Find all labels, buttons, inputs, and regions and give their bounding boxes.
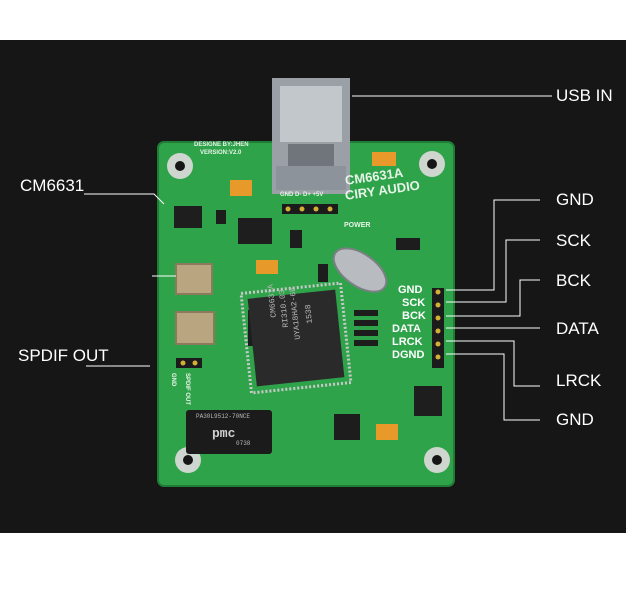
transformer-part: PA30L9512-70NCE: [196, 413, 251, 420]
callout-lrck: LRCK: [556, 371, 602, 390]
version-text: VERSION:V2.0: [200, 150, 242, 156]
pulse-transformer: [186, 410, 272, 454]
cm6631-leader: [84, 193, 165, 205]
callout-sck: SCK: [556, 231, 591, 250]
crystal-can: [332, 247, 388, 293]
chip-marking-4: 1538: [303, 303, 315, 324]
photo-background: DESIGNE BY:JHEN VERSION:V2.0 CM6631A CIR…: [0, 40, 626, 533]
crystal-oscillator: [175, 263, 213, 295]
callout-gnd-bottom: GND: [556, 410, 594, 429]
regulator-chip: [238, 218, 272, 244]
leader-lines: [84, 95, 552, 421]
callout-cm6631: CM6631: [20, 176, 85, 195]
bck-leader: [446, 279, 540, 317]
smd-component: [318, 264, 328, 282]
smd-component: [396, 238, 420, 250]
usb-b-connector: [272, 78, 350, 194]
callout-usb-in: USB IN: [556, 86, 613, 105]
gnd-top-leader: [446, 199, 540, 291]
mounting-hole: [424, 447, 450, 473]
mounting-hole: [167, 153, 193, 179]
usb-pins-text: GND D- D+ +5V: [280, 192, 324, 198]
regulator-chip: [174, 206, 202, 228]
crystal-oscillator: [175, 311, 215, 345]
mounting-hole: [419, 151, 445, 177]
tantalum-capacitor: [372, 152, 396, 166]
power-text: POWER: [344, 222, 371, 229]
usb-pin-header: [282, 204, 338, 214]
spdif-pin-header: [176, 358, 202, 368]
pcb-illustration: [84, 78, 552, 487]
resistor-array: [354, 310, 378, 346]
cm6631a-chip: [239, 281, 353, 395]
smd-component: [216, 210, 226, 224]
pin-label-dgnd: DGND: [392, 349, 425, 361]
regulator-chip: [414, 386, 442, 416]
pin-label-bck: BCK: [402, 310, 426, 322]
smd-component: [334, 414, 360, 440]
spdif-header-text: SPDIF OUT: [184, 373, 190, 406]
sck-leader: [446, 239, 540, 303]
lrck-leader: [446, 340, 540, 387]
designer-text: DESIGNE BY:JHEN: [194, 142, 249, 148]
pin-label-gnd: GND: [398, 284, 423, 296]
tantalum-capacitor: [230, 180, 252, 196]
transformer-code: 0738: [236, 440, 251, 447]
callout-spdif-out: SPDIF OUT: [18, 346, 109, 365]
pin-label-sck: SCK: [402, 297, 426, 309]
callout-data: DATA: [556, 319, 599, 338]
pin-label-data: DATA: [392, 323, 421, 335]
smd-component: [290, 230, 302, 248]
gnd-header-text: GND: [170, 373, 176, 387]
i2s-pin-header: [432, 288, 444, 368]
callout-bck: BCK: [556, 271, 591, 290]
callout-gnd-top: GND: [556, 190, 594, 209]
tantalum-capacitor: [376, 424, 398, 440]
gnd-bottom-leader: [446, 353, 540, 421]
transformer-brand: pmc: [212, 426, 236, 441]
pin-label-lrck: LRCK: [392, 336, 423, 348]
tantalum-capacitor: [256, 260, 278, 274]
